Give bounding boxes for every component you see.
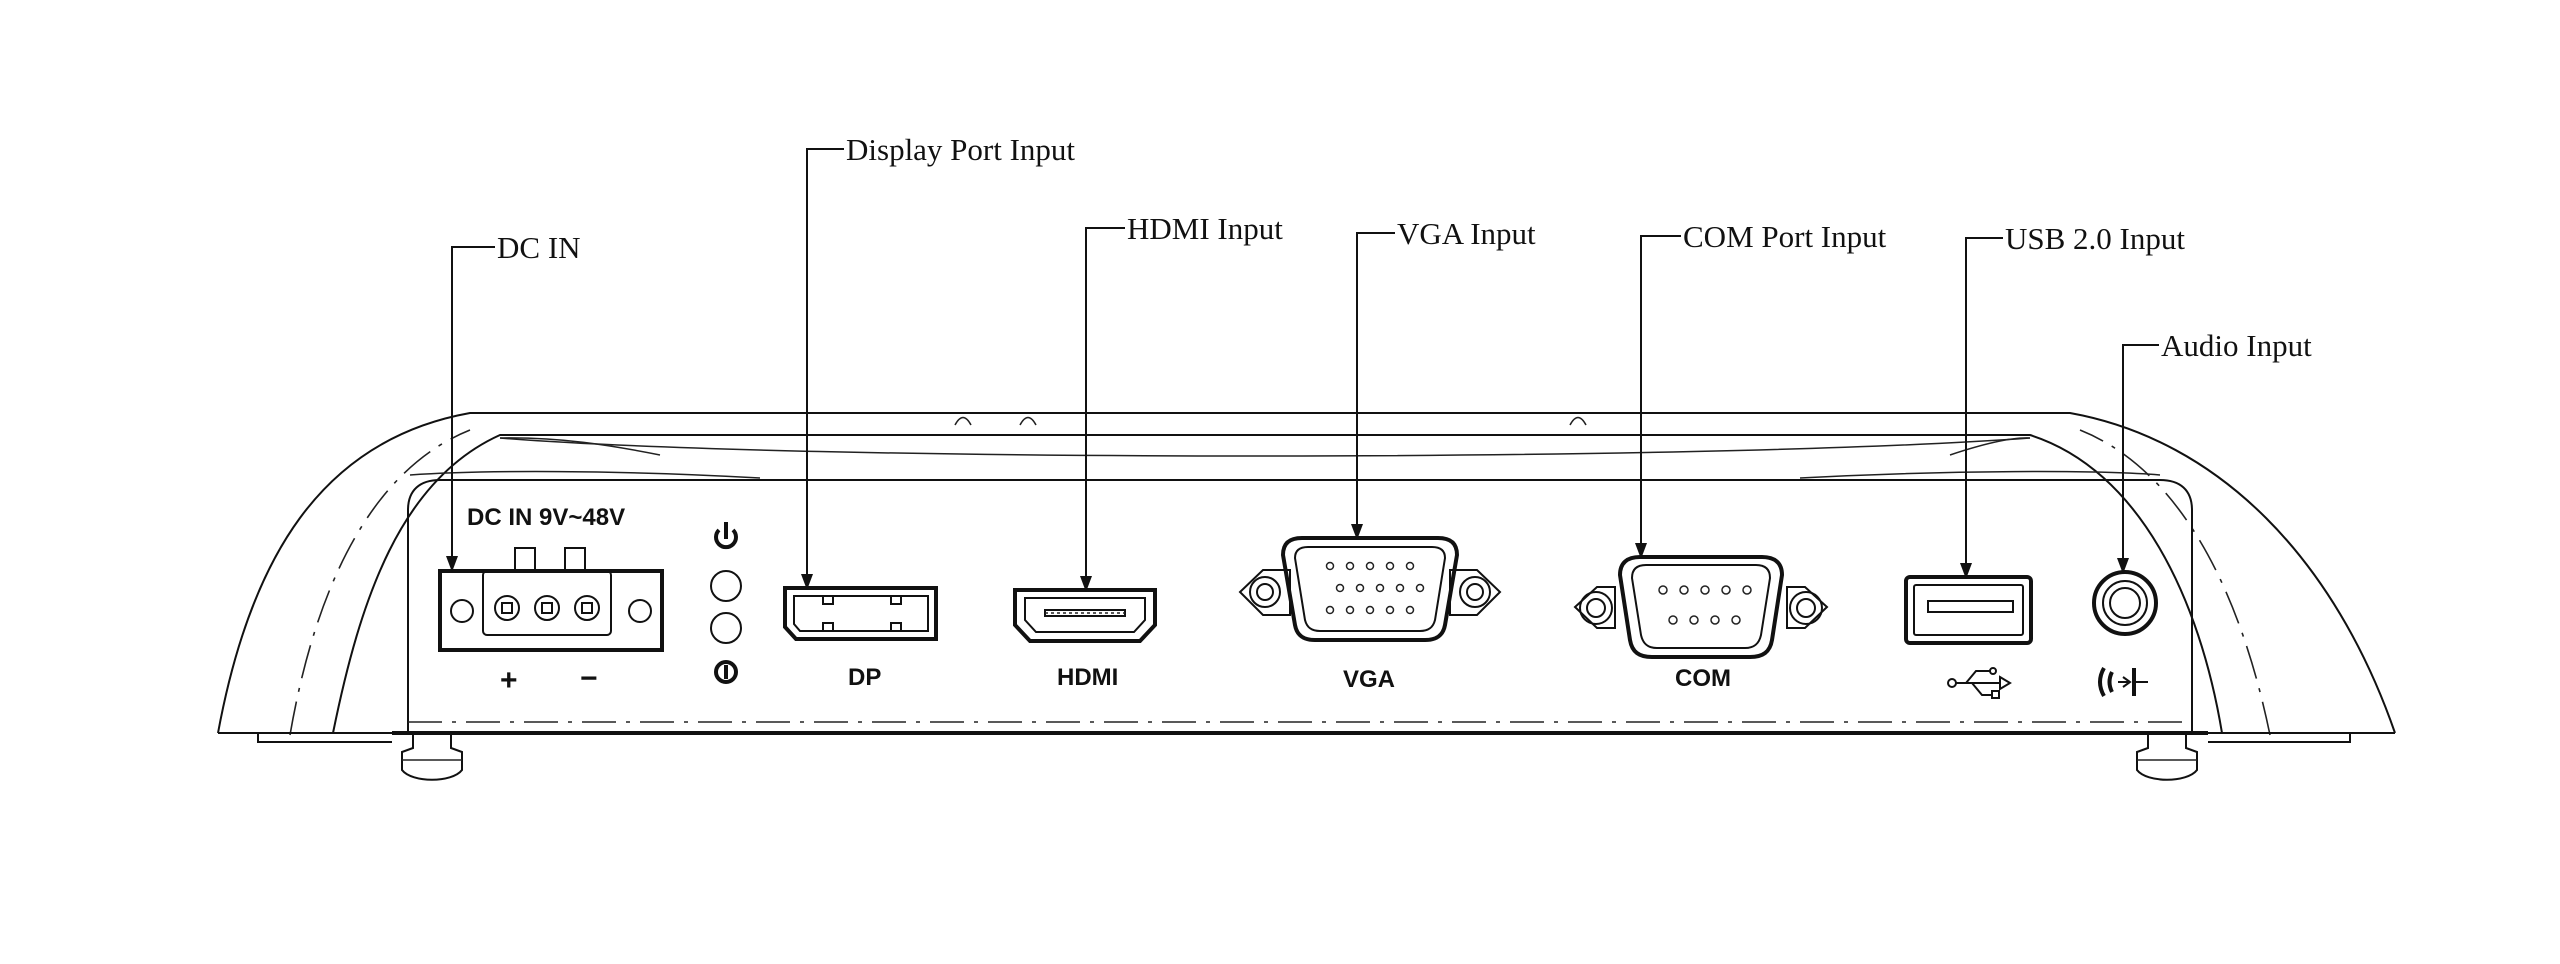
vga-label: VGA [1343,666,1395,693]
callout-hdmi: HDMI Input [1127,211,1283,246]
hdmi-port [1013,588,1157,643]
display-port [783,586,938,641]
power-on-icon [714,522,738,550]
callout-audio: Audio Input [2161,328,2312,363]
enclosure-outline [217,412,2396,781]
callout-display-port: Display Port Input [846,132,1075,167]
com-port [1573,555,1829,659]
power-on-button[interactable] [710,570,742,602]
dp-label: DP [848,664,881,691]
callout-arrowheads [446,524,2129,592]
power-off-button[interactable] [710,612,742,644]
usb-icon [1947,667,2012,699]
callout-com: COM Port Input [1683,219,1887,254]
dc-in-terminal [438,547,664,652]
dc-plus-label: + [500,664,518,697]
dc-minus-label: − [580,662,598,695]
callout-vga: VGA Input [1397,216,1536,251]
audio-jack [2092,570,2158,636]
audio-icon [2098,667,2148,697]
callout-leaders [451,148,2159,580]
power-off-icon [714,660,738,684]
dc-rating-label: DC IN 9V~48V [467,504,625,531]
usb-port [1904,575,2033,645]
callout-dc-in: DC IN [497,230,581,265]
com-label: COM [1675,665,1731,692]
vga-port [1238,536,1502,642]
hdmi-label: HDMI [1057,664,1118,691]
callout-usb: USB 2.0 Input [2005,221,2185,256]
